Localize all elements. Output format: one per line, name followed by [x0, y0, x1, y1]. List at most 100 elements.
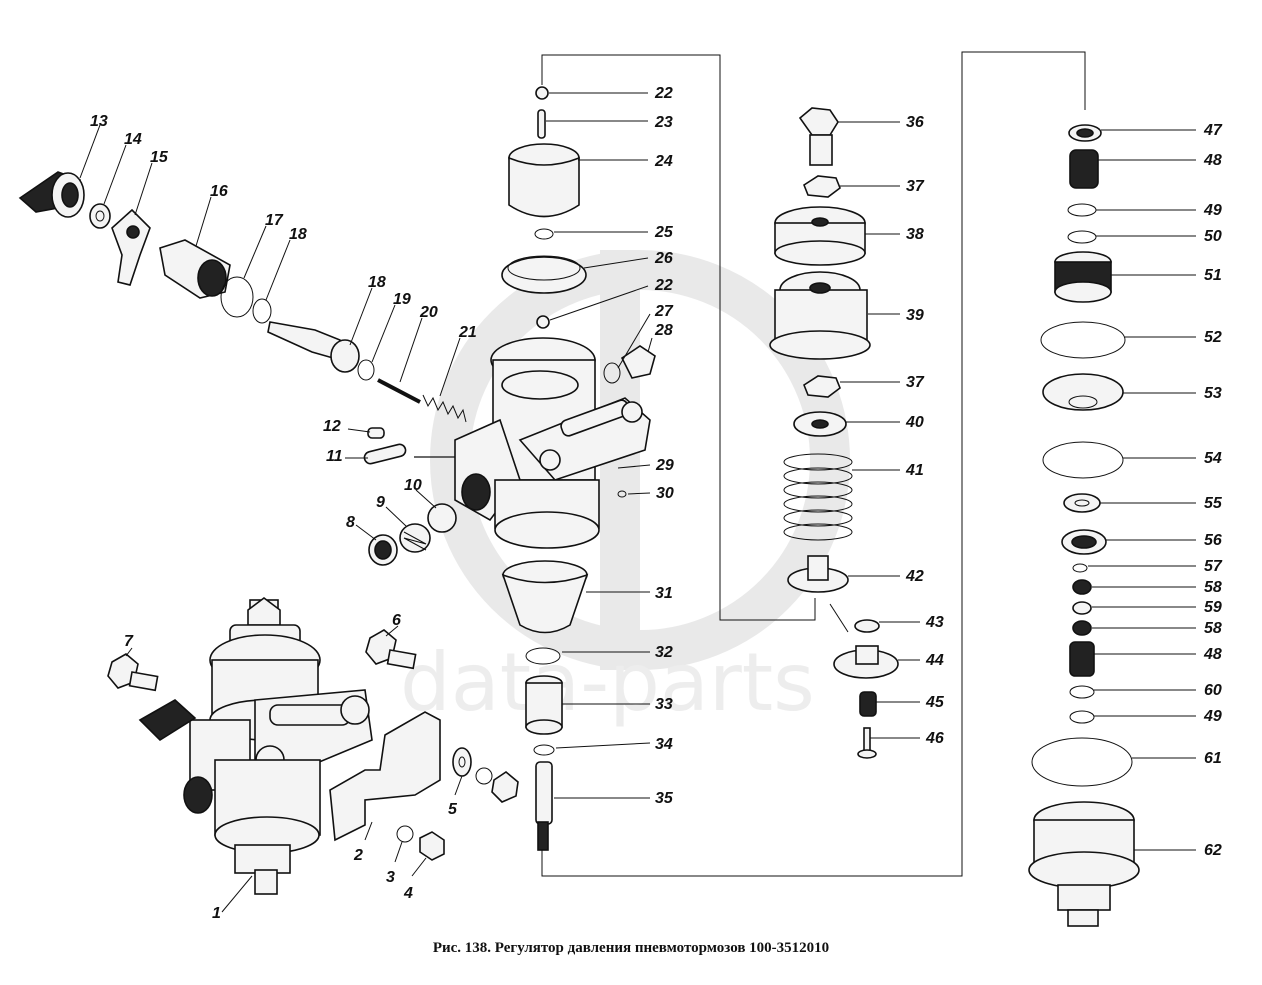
label-53: 53 — [1204, 385, 1222, 402]
label-45: 45 — [925, 694, 945, 711]
spring-21 — [422, 394, 467, 423]
pin-23 — [537, 109, 546, 139]
valve-stem-35 — [535, 761, 553, 851]
ring-52 — [1040, 321, 1126, 359]
label-9: 9 — [376, 494, 385, 511]
filter-8 — [368, 534, 398, 566]
plate-42 — [787, 555, 849, 593]
label-60: 60 — [1204, 682, 1222, 699]
piston-19 — [267, 321, 360, 373]
diaphragm-53 — [1042, 373, 1124, 411]
pin-46 — [857, 727, 877, 759]
label-5: 5 — [448, 801, 458, 818]
cap-47 — [1068, 124, 1102, 142]
label-12: 12 — [323, 418, 341, 435]
label-27: 27 — [654, 303, 674, 320]
ball-22b — [536, 315, 550, 329]
pin-12 — [367, 427, 385, 439]
label-44: 44 — [925, 652, 944, 669]
label-52: 52 — [1204, 329, 1222, 346]
plate-44 — [833, 645, 899, 679]
group-connector-lines — [541, 51, 1086, 877]
seal-ring-18a — [252, 298, 272, 324]
washer-5 — [452, 747, 472, 777]
rod-20 — [377, 378, 421, 404]
label-21: 21 — [458, 324, 477, 341]
label-34: 34 — [655, 736, 673, 753]
plate-38 — [774, 206, 866, 266]
label-50: 50 — [1204, 228, 1222, 245]
label-57: 57 — [1204, 558, 1223, 575]
plate-40 — [793, 411, 847, 437]
label-14: 14 — [124, 131, 142, 148]
label-47: 47 — [1203, 122, 1223, 139]
seal-ring-17 — [220, 276, 254, 318]
label-41: 41 — [905, 462, 924, 479]
label-1: 1 — [212, 905, 221, 922]
label-24: 24 — [654, 153, 673, 170]
assembled-regulator — [138, 597, 373, 895]
spring-45 — [859, 691, 877, 717]
lever-15 — [111, 208, 151, 286]
cover-39 — [769, 271, 871, 360]
label-43: 43 — [925, 614, 944, 631]
ring-32 — [525, 647, 561, 665]
label-48a: 48 — [1203, 152, 1222, 169]
label-18b: 19 — [393, 291, 411, 308]
spring-9 — [399, 523, 431, 553]
bracket-2 — [329, 711, 441, 842]
label-58a: 58 — [1204, 579, 1222, 596]
washer-25 — [534, 228, 554, 240]
label-42: 42 — [905, 568, 924, 585]
label-20: 20 — [419, 304, 438, 321]
washer-60 — [1069, 685, 1095, 699]
label-37b: 37 — [906, 374, 925, 391]
bolt-36 — [798, 107, 839, 166]
bolt-6 — [365, 629, 417, 670]
body-29 — [454, 337, 651, 549]
watermark-text: data-parts — [400, 636, 815, 729]
label-22a: 22 — [654, 85, 673, 102]
sleeve-33 — [525, 675, 563, 735]
label-35: 35 — [655, 790, 674, 807]
nut-58a — [1072, 579, 1092, 595]
label-31: 31 — [655, 585, 673, 602]
label-7: 7 — [124, 633, 134, 650]
ring-61 — [1031, 737, 1133, 787]
ring-50 — [1067, 230, 1097, 244]
cap-13 — [18, 171, 85, 218]
label-23: 23 — [654, 114, 673, 131]
screw-30 — [617, 490, 627, 498]
label-19: 18 — [368, 274, 386, 291]
washer-57 — [1072, 563, 1088, 573]
label-15: 15 — [150, 149, 169, 166]
label-46: 46 — [925, 730, 944, 747]
label-18a: 18 — [289, 226, 307, 243]
plate-11 — [363, 443, 407, 465]
label-49b: 49 — [1203, 708, 1222, 725]
washer-34 — [533, 744, 555, 756]
ring-54 — [1042, 441, 1124, 479]
label-28: 28 — [654, 322, 673, 339]
spring-48b — [1069, 641, 1095, 677]
cup-31 — [501, 560, 589, 634]
label-22b: 22 — [654, 277, 673, 294]
nut-37a — [803, 175, 841, 198]
label-16: 16 — [210, 183, 228, 200]
spring-41 — [783, 453, 853, 541]
label-59: 59 — [1204, 599, 1222, 616]
label-40: 40 — [905, 414, 924, 431]
housing-62 — [1028, 801, 1140, 927]
label-10: 10 — [404, 477, 422, 494]
label-32: 32 — [655, 644, 673, 661]
cap-24 — [508, 143, 580, 218]
label-11: 11 — [326, 448, 343, 465]
spring-51 — [1054, 251, 1112, 303]
seat-56 — [1061, 529, 1107, 555]
label-49a: 49 — [1203, 202, 1222, 219]
lock-washer-nut — [475, 767, 519, 803]
lock-washer-3 — [396, 825, 414, 843]
plug-28 — [620, 345, 656, 379]
seal-ring-18b — [357, 359, 375, 381]
label-54: 54 — [1204, 450, 1222, 467]
